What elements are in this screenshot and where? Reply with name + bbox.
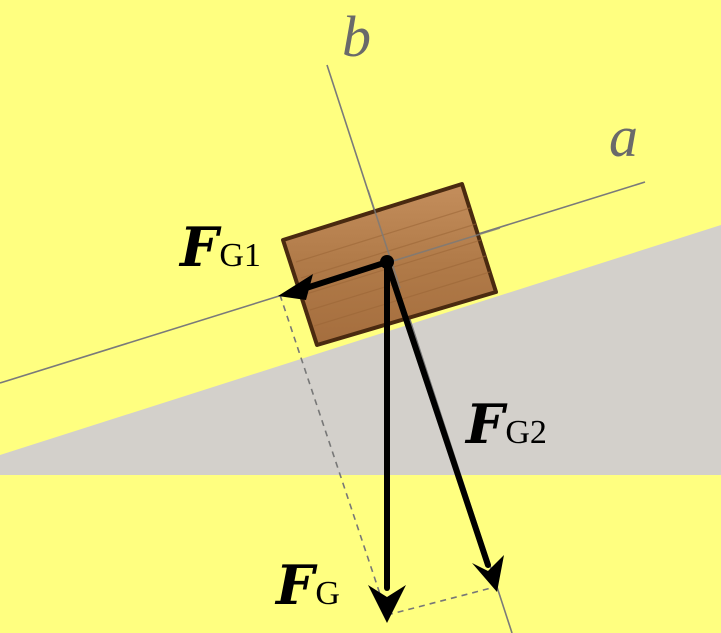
axis-b-line-over-block: [367, 189, 401, 289]
force-g-label: FG: [276, 558, 340, 612]
inclined-plane: [0, 225, 721, 475]
force-g2-subscript: G2: [505, 414, 547, 451]
helper-dash-g2: [386, 586, 496, 616]
force-g1-subscript: G1: [219, 237, 261, 274]
force-g2-label: FG2: [466, 397, 547, 451]
force-g1-symbol: F: [180, 215, 219, 279]
force-g-subscript: G: [315, 575, 340, 612]
axis-b-label: b: [342, 4, 371, 69]
force-g1-arrow: [278, 259, 390, 300]
force-g-symbol: F: [276, 553, 315, 617]
force-g2-symbol: F: [466, 392, 505, 456]
helper-dash-g1: [279, 294, 388, 616]
force-g-arrow: [368, 259, 406, 623]
force-g2-arrow: [384, 259, 504, 592]
force-g1-label: FG1: [180, 220, 261, 274]
center-of-mass-dot: [380, 255, 394, 269]
axis-a-label: a: [609, 104, 638, 169]
